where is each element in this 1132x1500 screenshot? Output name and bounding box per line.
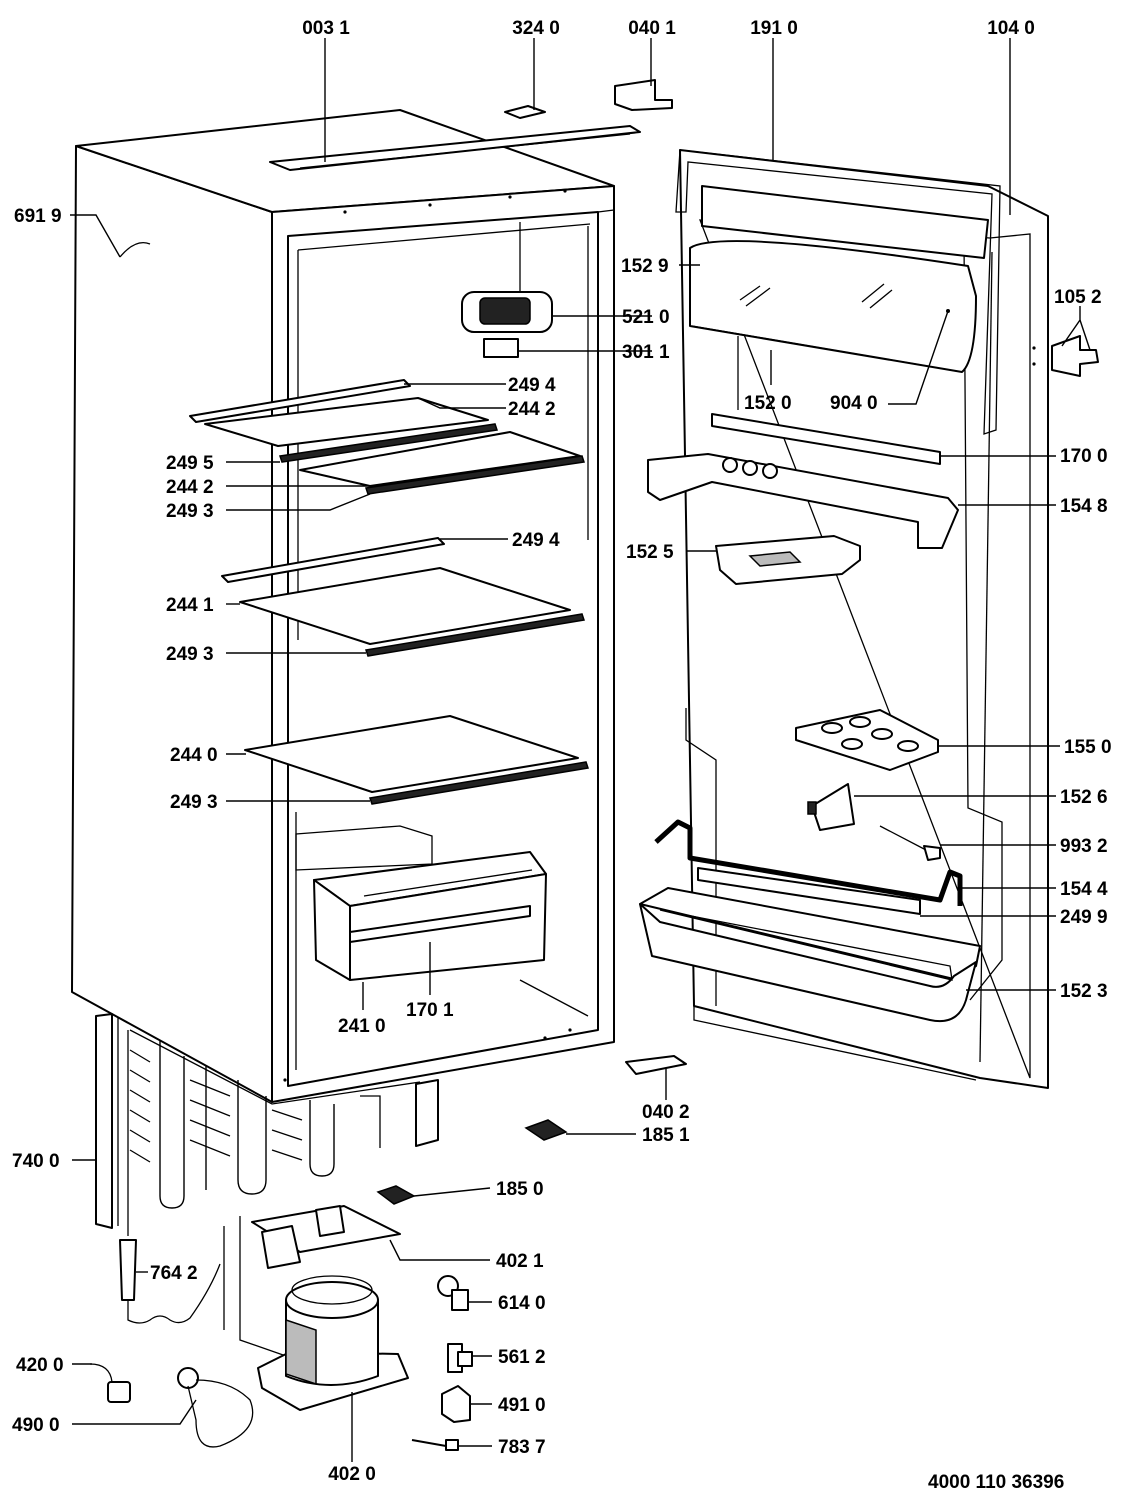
compressor — [239, 1216, 409, 1411]
label-191-0: 191 0 — [750, 18, 798, 39]
part-152-6 — [807, 783, 855, 831]
label-244-2-top: 244 2 — [508, 399, 556, 420]
control-unit — [461, 222, 553, 358]
shelf-middle-group — [221, 537, 585, 657]
part-185-0 — [376, 1185, 416, 1205]
label-521-0: 521 0 — [622, 307, 670, 328]
label-241-0: 241 0 — [338, 1016, 386, 1037]
label-402-0: 402 0 — [328, 1464, 376, 1485]
part-993-2 — [879, 825, 941, 861]
label-249-9: 249 9 — [1060, 907, 1108, 928]
label-244-1: 244 1 — [166, 595, 214, 616]
label-783-7: 783 7 — [498, 1437, 546, 1458]
label-764-2: 764 2 — [150, 1263, 198, 1284]
bracket-040-2 — [625, 1055, 687, 1075]
label-740-0: 740 0 — [12, 1151, 60, 1172]
label-301-1: 301 1 — [622, 342, 670, 363]
leader-lines — [70, 38, 1091, 1462]
label-155-0: 155 0 — [1064, 737, 1112, 758]
label-105-2: 105 2 — [1054, 287, 1102, 308]
pin-783-7 — [411, 1439, 459, 1451]
hinge-bracket-top — [614, 79, 673, 111]
compressor-support — [251, 1205, 401, 1269]
tray-152-5 — [715, 535, 861, 585]
rail-249-9 — [697, 867, 921, 915]
cover-491-0 — [441, 1385, 471, 1423]
label-185-0: 185 0 — [496, 1179, 544, 1200]
label-904-0: 904 0 — [830, 393, 878, 414]
label-244-0: 244 0 — [170, 745, 218, 766]
label-152-3: 152 3 — [1060, 981, 1108, 1002]
label-185-1: 185 1 — [642, 1125, 690, 1146]
label-561-2: 561 2 — [498, 1347, 546, 1368]
label-249-5: 249 5 — [166, 453, 214, 474]
label-402-1: 402 1 — [496, 1251, 544, 1272]
capillary-tube — [119, 1030, 225, 1330]
part-185-1 — [524, 1119, 568, 1141]
label-249-4-middle: 249 4 — [512, 530, 560, 551]
label-420-0: 420 0 — [16, 1355, 64, 1376]
label-244-2-front: 244 2 — [166, 477, 214, 498]
egg-tray — [795, 709, 939, 771]
label-154-8: 154 8 — [1060, 496, 1108, 517]
part-labels: 003 1 324 0 040 1 191 0 104 0 691 9 152 … — [12, 18, 1112, 1493]
label-003-1: 003 1 — [302, 18, 350, 39]
label-152-6: 152 6 — [1060, 787, 1108, 808]
label-040-1: 040 1 — [628, 18, 676, 39]
label-614-0: 614 0 — [498, 1293, 546, 1314]
label-249-3-middle: 249 3 — [166, 644, 214, 665]
label-154-4: 154 4 — [1060, 879, 1108, 900]
relay-614-0 — [437, 1275, 469, 1311]
label-040-2: 040 2 — [642, 1102, 690, 1123]
label-249-3-top: 249 3 — [166, 501, 214, 522]
part-324-0 — [504, 105, 546, 119]
shelf-upper-group — [189, 379, 585, 495]
label-152-0: 152 0 — [744, 393, 792, 414]
label-324-0: 324 0 — [512, 18, 560, 39]
label-490-0: 490 0 — [12, 1415, 60, 1436]
door — [679, 149, 1049, 1089]
label-104-0: 104 0 — [987, 18, 1035, 39]
top-rail — [269, 125, 641, 171]
label-152-9: 152 9 — [621, 256, 669, 277]
door-gasket — [675, 149, 1001, 435]
hinge-105-2 — [1051, 335, 1099, 377]
label-170-0: 170 0 — [1060, 446, 1108, 467]
label-993-2: 993 2 — [1060, 836, 1108, 857]
label-249-3-bottom: 249 3 — [170, 792, 218, 813]
label-170-1: 170 1 — [406, 1000, 454, 1021]
condenser — [95, 1013, 439, 1229]
crisper-drawer — [313, 851, 547, 981]
dairy-compartment — [689, 185, 989, 410]
capacitor-420-0 — [89, 1363, 131, 1403]
sensor-wire — [119, 242, 151, 258]
power-cord-490-0 — [177, 1367, 254, 1448]
document-number: 4000 110 36396 — [928, 1472, 1064, 1493]
label-491-0: 491 0 — [498, 1395, 546, 1416]
label-152-5: 152 5 — [626, 542, 674, 563]
door-rail-170-0 — [711, 413, 941, 465]
label-691-9: 691 9 — [14, 206, 62, 227]
door-shelf-154-8 — [647, 453, 959, 549]
label-249-4-top: 249 4 — [508, 375, 556, 396]
bottle-retainer — [654, 819, 963, 906]
part-561-2 — [447, 1343, 473, 1373]
bottle-shelf — [639, 887, 981, 1022]
shelf-lower-group — [244, 715, 589, 805]
